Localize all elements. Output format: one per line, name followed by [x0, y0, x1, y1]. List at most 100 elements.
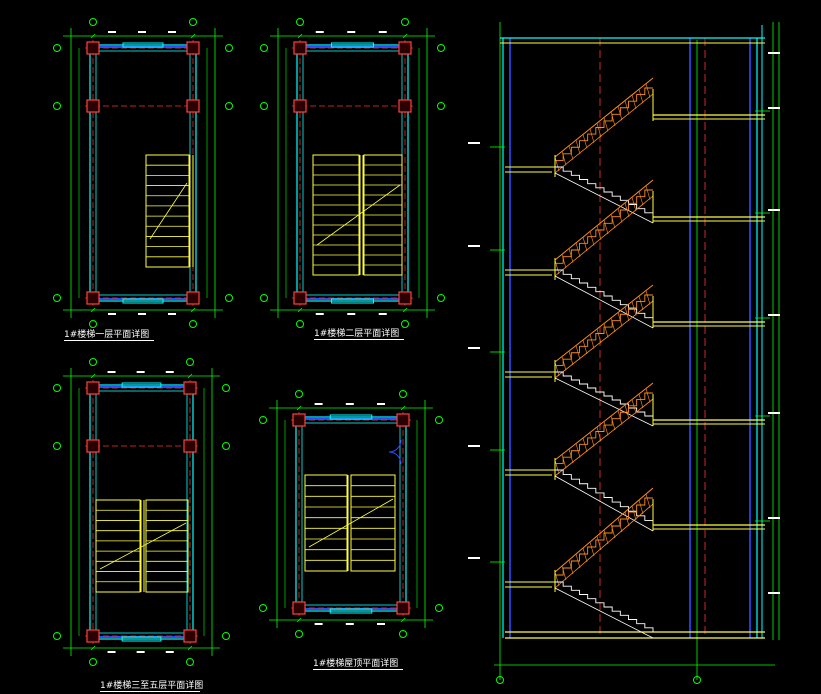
stair-run	[350, 474, 396, 572]
axis-bubble	[89, 658, 97, 666]
handrail-baluster	[603, 117, 609, 132]
column	[186, 291, 200, 305]
column	[293, 41, 307, 55]
stair-soffit	[554, 195, 654, 277]
handrail-baluster	[638, 89, 644, 104]
column	[293, 291, 307, 305]
handrail-baluster	[561, 454, 567, 469]
elevation-text-mark	[468, 557, 480, 559]
plan2-title: 1#楼梯二层平面详图	[314, 329, 400, 339]
plan1-title-underline	[64, 340, 154, 341]
handrail-baluster	[589, 432, 595, 447]
stair-run	[95, 499, 141, 593]
wall-inner	[301, 422, 401, 606]
column	[293, 99, 307, 113]
axis-bubble	[496, 676, 504, 684]
column	[396, 413, 410, 427]
handrail-baluster	[603, 529, 609, 545]
axis-bubble	[435, 416, 443, 424]
handrail-baluster	[561, 254, 567, 269]
dimension-text-mark	[345, 623, 354, 625]
handrail-baluster	[582, 339, 588, 355]
stair-flight-cut	[554, 294, 653, 372]
plan3-title: 1#楼梯三至五层平面详图	[100, 681, 204, 691]
handrail-baluster	[638, 295, 644, 311]
dimension-text-mark	[136, 651, 145, 653]
axis-bubble	[260, 102, 268, 110]
dimension-tick	[90, 373, 96, 379]
handrail-baluster	[582, 437, 588, 453]
axis-bubble	[53, 384, 61, 392]
column	[86, 41, 100, 55]
handrail-baluster	[554, 571, 560, 587]
plan-3	[53, 358, 230, 666]
dimension-tick	[400, 405, 406, 411]
plan3-title-underline	[100, 691, 200, 692]
break-line	[99, 522, 187, 570]
axis-bubble	[89, 320, 97, 328]
stair-flight-cut	[554, 392, 653, 470]
handrail-baluster	[561, 356, 567, 371]
stair-soffit	[554, 93, 654, 174]
plan1-title: 1#楼梯一层平面详图	[64, 330, 150, 340]
dimension-tick	[402, 307, 408, 313]
axis-bubble	[222, 384, 230, 392]
stair-soffit	[554, 475, 654, 532]
dimension-tick	[402, 33, 408, 39]
stair-plans	[53, 18, 445, 666]
dimension-tick	[90, 307, 96, 313]
handrail-baluster	[568, 448, 574, 464]
elevation-text-mark	[768, 592, 780, 594]
handrail-baluster	[596, 225, 602, 240]
wall-outer	[89, 44, 197, 302]
handrail-baluster	[582, 237, 588, 252]
plan2-title-underline	[314, 339, 404, 340]
axis-bubble	[53, 294, 61, 302]
axis-bubble	[401, 320, 409, 328]
dimension-text-mark	[377, 623, 385, 625]
dimension-tick	[187, 645, 193, 651]
handrail-baluster	[631, 399, 637, 414]
window	[329, 414, 373, 420]
elevation-text-mark	[468, 245, 480, 247]
axis-bubble	[296, 18, 304, 26]
stair-soffit	[554, 172, 654, 224]
stair-run	[145, 154, 190, 268]
handrail-baluster	[568, 559, 574, 575]
axis-bubble	[189, 18, 197, 26]
axis-bubble	[693, 676, 701, 684]
handrail-baluster	[624, 511, 630, 527]
handrail-baluster	[645, 185, 651, 200]
column	[86, 439, 100, 453]
axis-bubble	[259, 416, 267, 424]
handrail	[554, 284, 654, 363]
dimension-text-mark	[168, 313, 176, 315]
handrail-baluster	[596, 426, 602, 442]
axis-bubble	[435, 604, 443, 612]
handrail-baluster	[575, 553, 581, 569]
handrail-baluster	[638, 191, 644, 206]
handrail-baluster	[575, 443, 581, 458]
column	[186, 41, 200, 55]
dimension-text-mark	[136, 371, 145, 373]
handrail-baluster	[554, 156, 560, 172]
axis-bubble	[222, 632, 230, 640]
stair-soffit	[554, 377, 654, 427]
handrail-baluster	[645, 83, 651, 98]
handrail	[554, 487, 654, 573]
handrail-baluster	[561, 151, 567, 166]
window	[122, 298, 164, 304]
handrail-baluster	[638, 393, 644, 409]
stair-run	[145, 499, 189, 593]
column	[86, 629, 100, 643]
handrail-baluster	[568, 350, 574, 366]
column	[398, 291, 412, 305]
dimension-text-mark	[138, 313, 146, 315]
axis-bubble	[437, 44, 445, 52]
axis-bubble	[225, 102, 233, 110]
handrail-baluster	[568, 248, 574, 263]
handrail-baluster	[631, 197, 637, 212]
axis-bubble	[222, 442, 230, 450]
dimension-tick	[187, 373, 193, 379]
dimension-tick	[190, 33, 196, 39]
